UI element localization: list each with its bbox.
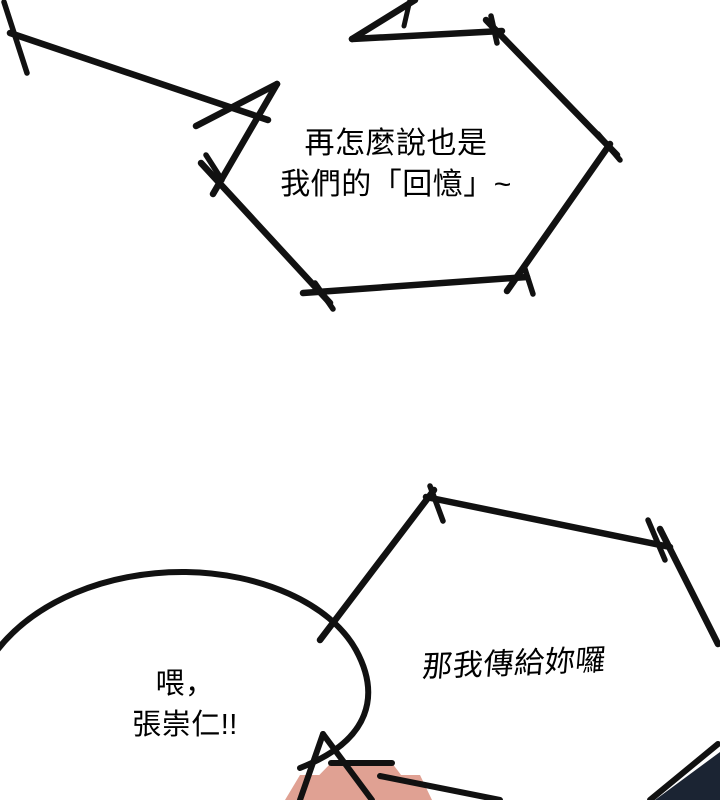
character-shoulder-skin	[285, 731, 503, 800]
top-speech-bubble-outline	[1, 0, 623, 312]
lower-right-speech-bubble-outline	[316, 483, 720, 648]
character-hair-corner	[647, 741, 720, 800]
speech-bubble-text-hey: 喂， 張崇仁!!	[132, 668, 238, 742]
speech-bubble-text-memory: 再怎麼說也是 我們的「回憶」~	[280, 127, 512, 201]
character-head-outline	[0, 568, 372, 771]
